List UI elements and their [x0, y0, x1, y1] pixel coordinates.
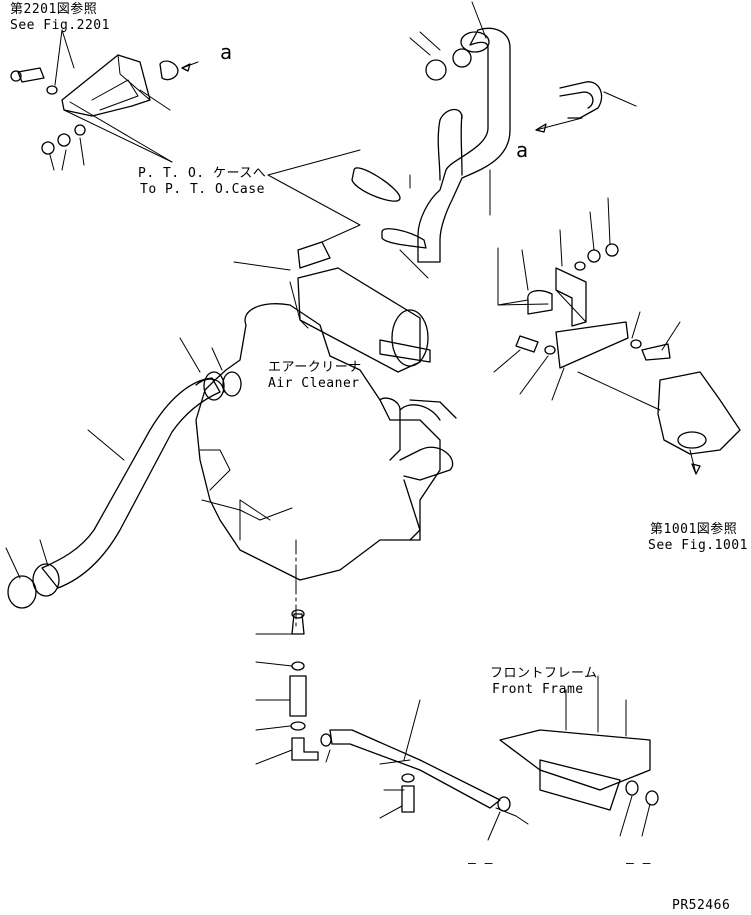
washer — [74, 124, 86, 136]
nut — [625, 780, 639, 796]
bottom-mark-left: – – — [468, 856, 493, 871]
ref-label-en-right: See Fig.1001 — [648, 538, 748, 553]
right-bracket-set — [493, 197, 741, 475]
intake-hose-upper — [233, 1, 511, 279]
plate — [555, 321, 629, 369]
intake-hose-lower — [5, 337, 242, 609]
u-bolt — [381, 228, 427, 249]
air-cleaner — [289, 267, 431, 373]
elbow — [291, 737, 319, 761]
pto-label-en: To P. T. O.Case — [140, 182, 265, 197]
bottom-mark-right: – – — [626, 856, 651, 871]
hose-end — [32, 563, 60, 597]
air-cleaner-label-jp: エアークリーナ — [268, 360, 362, 375]
hose-end — [203, 371, 225, 401]
hose-clamp — [7, 575, 37, 609]
hose-clamp — [425, 59, 447, 81]
pto-label-jp: P. T. O. ケースへ — [138, 166, 267, 181]
bolt — [641, 343, 671, 361]
nut — [605, 243, 619, 257]
nut — [587, 249, 601, 263]
nut — [645, 790, 659, 806]
clip — [159, 60, 179, 81]
pto-bracket-assembly — [10, 29, 199, 171]
engine — [195, 303, 457, 631]
hose-end — [460, 31, 490, 53]
ref-label-jp-right: 第1001図参照 — [650, 522, 738, 537]
callout-a-mid: a — [516, 138, 529, 162]
nut — [57, 133, 71, 147]
washer — [401, 773, 415, 783]
bolt — [515, 335, 539, 353]
hose-clamp — [222, 371, 242, 397]
bracket — [61, 54, 151, 117]
nut — [41, 141, 55, 155]
bolt — [17, 67, 45, 83]
u-bolt-top-right — [535, 81, 637, 133]
washer — [574, 261, 586, 271]
front-frame-label-en: Front Frame — [492, 682, 584, 697]
figure-code: PR52466 — [672, 898, 731, 913]
air-cleaner-label-en: Air Cleaner — [268, 376, 360, 391]
support-bracket — [657, 371, 741, 455]
pipe — [289, 675, 307, 717]
washer — [46, 85, 58, 95]
washer — [630, 339, 642, 349]
washer — [544, 345, 556, 355]
callout-a-top: a — [220, 40, 233, 64]
bolt-head — [10, 70, 22, 82]
hose-clamp — [452, 48, 472, 68]
ref-label-en-top-left: See Fig.2201 — [10, 18, 110, 33]
front-frame-label-jp: フロントフレーム — [490, 666, 598, 681]
nut — [497, 796, 511, 812]
drain-assembly — [255, 609, 529, 841]
ref-label-jp-top-left: 第2201図参照 — [10, 2, 98, 17]
bolt — [401, 785, 415, 813]
drain-pipe — [329, 729, 501, 809]
front-frame — [499, 675, 659, 837]
